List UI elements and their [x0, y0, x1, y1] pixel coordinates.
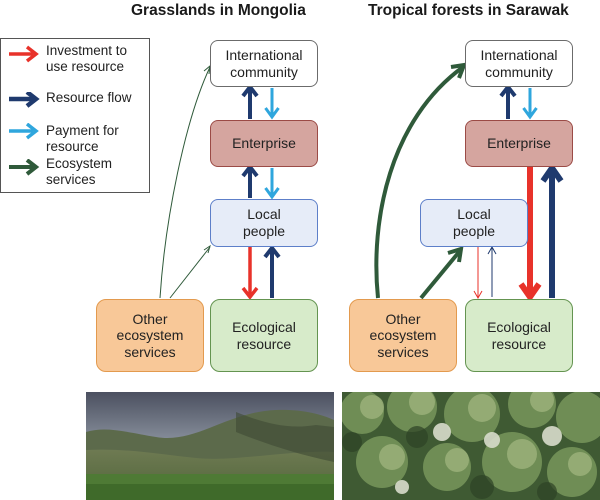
red-arrow-icon — [9, 45, 39, 63]
dark-green-arrow-icon — [9, 159, 40, 176]
arrowhead — [241, 163, 259, 178]
light-blue-arrow-icon — [9, 123, 39, 140]
title-tropical-forests-sarawak: Tropical forests in Sarawak — [368, 2, 569, 19]
node-local-people-left: Local people — [210, 199, 318, 247]
arrowhead — [241, 83, 259, 98]
legend: Investment to use resource Resource flow… — [0, 38, 150, 193]
node-enterprise-right: Enterprise — [465, 120, 573, 167]
arrowhead — [487, 245, 497, 255]
arrowhead — [499, 83, 517, 98]
right-flow-arrows — [374, 62, 564, 303]
node-ecological-resource-right: Ecological resource — [465, 299, 573, 372]
arrow-ecosystem — [374, 65, 465, 299]
title-grasslands-mongolia: Grasslands in Mongolia — [131, 2, 306, 19]
arrowhead — [263, 244, 281, 259]
node-enterprise-left: Enterprise — [210, 120, 318, 167]
legend-item-ecosystem: Ecosystem services — [1, 156, 149, 193]
forest-canopy-photo — [342, 392, 600, 500]
arrow-ecosystem — [169, 246, 211, 299]
navy-arrow-icon — [9, 92, 40, 108]
node-local-people-right: Local people — [420, 199, 528, 247]
node-international-community-left: International community — [210, 40, 318, 87]
forest-canopy-photo-image — [342, 392, 600, 500]
node-ecological-resource-left: Ecological resource — [210, 299, 318, 372]
arrowhead — [518, 282, 542, 303]
legend-label: Resource flow — [46, 90, 132, 105]
arrowhead — [540, 162, 564, 183]
arrowhead — [522, 107, 538, 120]
node-international-community-right: International community — [465, 40, 573, 87]
grassland-photo — [86, 392, 334, 500]
arrowhead — [447, 246, 464, 263]
legend-label: Investment to use resource — [46, 43, 128, 74]
left-flow-arrows — [159, 64, 281, 300]
legend-label: Ecosystem services — [46, 156, 113, 187]
arrowhead — [264, 187, 280, 200]
legend-label: Payment for resource — [46, 123, 119, 154]
arrow-ecosystem — [159, 66, 211, 299]
node-other-ecosystem-services-right: Other ecosystem services — [349, 299, 457, 372]
legend-item-payment: Payment for resource — [1, 123, 149, 157]
arrowhead — [473, 290, 483, 300]
arrowhead — [203, 244, 211, 254]
arrowhead — [241, 286, 259, 300]
arrow-ecosystem — [419, 250, 461, 300]
legend-item-investment: Investment to use resource — [1, 43, 149, 77]
arrowhead — [264, 107, 280, 120]
grassland-photo-image — [86, 392, 334, 500]
legend-item-resource-flow: Resource flow — [1, 90, 149, 126]
arrowhead — [450, 62, 468, 79]
node-other-ecosystem-services-left: Other ecosystem services — [96, 299, 204, 372]
